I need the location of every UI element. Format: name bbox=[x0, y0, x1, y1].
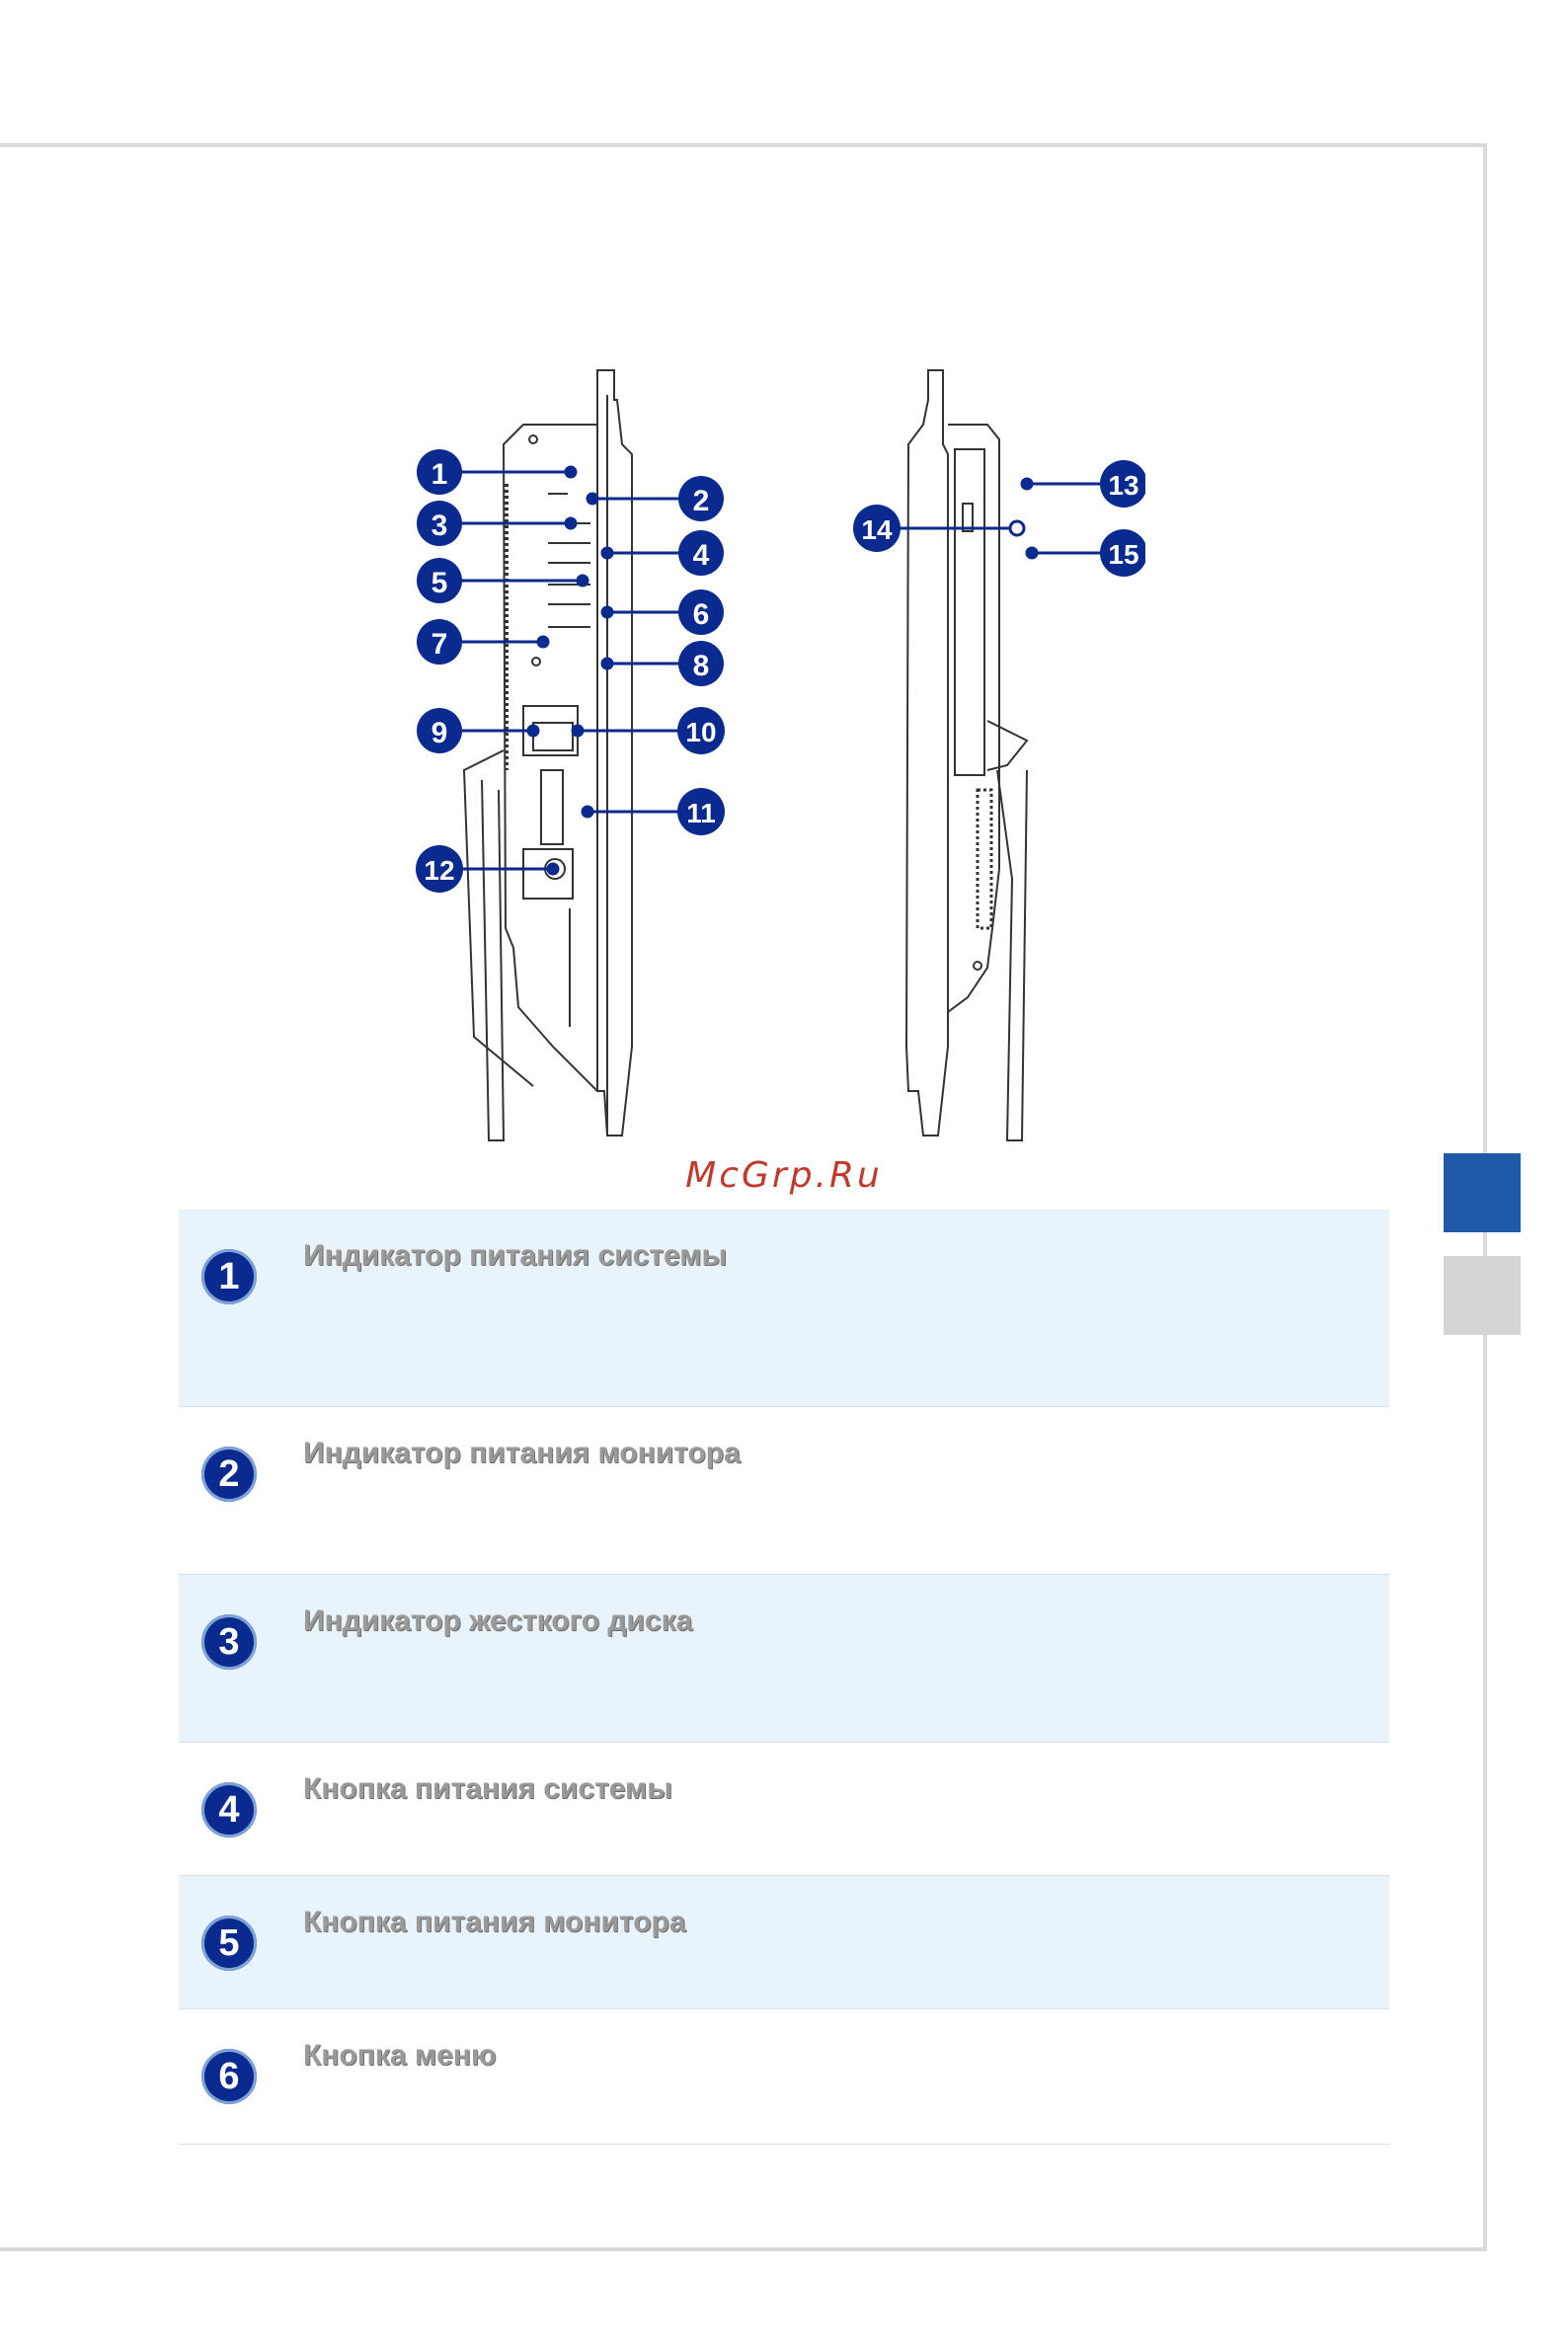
item-label: Индикатор питания системы bbox=[303, 1239, 727, 1273]
item-label: Индикатор жесткого диска bbox=[303, 1605, 692, 1638]
callout-5: 5 bbox=[417, 558, 462, 603]
svg-text:6: 6 bbox=[693, 598, 710, 631]
components-table: 1 Индикатор питания системы 2 Индикатор … bbox=[179, 1210, 1389, 2145]
svg-text:2: 2 bbox=[693, 485, 710, 517]
callout-9: 9 bbox=[417, 708, 462, 753]
chapter-tab-inactive[interactable] bbox=[1444, 1256, 1521, 1335]
callout-1: 1 bbox=[417, 449, 462, 495]
callout-8: 8 bbox=[678, 641, 724, 686]
callout-6: 6 bbox=[678, 589, 724, 635]
callout-13: 13 bbox=[1100, 460, 1145, 508]
svg-text:9: 9 bbox=[431, 717, 448, 749]
svg-text:5: 5 bbox=[431, 567, 448, 599]
svg-text:15: 15 bbox=[1108, 539, 1138, 570]
item-label: Индикатор питания монитора bbox=[303, 1437, 741, 1470]
callout-11: 11 bbox=[677, 788, 725, 835]
left-side-view bbox=[464, 370, 632, 1140]
svg-text:14: 14 bbox=[861, 514, 893, 545]
item-number-badge: 3 bbox=[201, 1614, 257, 1670]
watermark[interactable]: McGrp.Ru bbox=[0, 1155, 1568, 1196]
device-side-views-diagram: 1 2 3 4 5 6 7 8 9 10 11 12 13 14 15 bbox=[395, 355, 1145, 1145]
table-row: 6 Кнопка меню bbox=[179, 2009, 1389, 2145]
table-row: 2 Индикатор питания монитора bbox=[179, 1407, 1389, 1575]
table-row: 3 Индикатор жесткого диска bbox=[179, 1575, 1389, 1743]
callout-15: 15 bbox=[1100, 529, 1145, 577]
callout-2: 2 bbox=[678, 476, 724, 521]
svg-text:1: 1 bbox=[431, 458, 448, 491]
item-number-badge: 4 bbox=[201, 1782, 257, 1838]
item-number-badge: 5 bbox=[201, 1916, 257, 1971]
item-label: Кнопка питания системы bbox=[303, 1772, 672, 1806]
svg-text:10: 10 bbox=[685, 717, 716, 747]
svg-text:4: 4 bbox=[693, 539, 710, 572]
svg-text:13: 13 bbox=[1108, 470, 1138, 501]
item-label: Кнопка меню bbox=[303, 2039, 497, 2073]
item-label: Кнопка питания монитора bbox=[303, 1906, 686, 1939]
item-number-badge: 1 bbox=[201, 1249, 257, 1304]
callout-4: 4 bbox=[678, 530, 724, 576]
svg-text:7: 7 bbox=[431, 628, 448, 661]
callout-10: 10 bbox=[677, 707, 725, 754]
svg-text:8: 8 bbox=[693, 650, 710, 682]
callout-3: 3 bbox=[417, 501, 462, 546]
right-side-view bbox=[906, 370, 1027, 1140]
table-row: 4 Кнопка питания системы bbox=[179, 1743, 1389, 1876]
callout-14: 14 bbox=[853, 505, 901, 552]
callout-7: 7 bbox=[417, 619, 462, 665]
svg-text:3: 3 bbox=[431, 510, 448, 542]
item-number-badge: 2 bbox=[201, 1447, 257, 1502]
svg-text:11: 11 bbox=[686, 798, 716, 828]
callout-12: 12 bbox=[416, 845, 463, 893]
table-row: 1 Индикатор питания системы bbox=[179, 1210, 1389, 1407]
svg-text:12: 12 bbox=[424, 855, 454, 886]
table-row: 5 Кнопка питания монитора bbox=[179, 1876, 1389, 2009]
item-number-badge: 6 bbox=[201, 2049, 257, 2104]
